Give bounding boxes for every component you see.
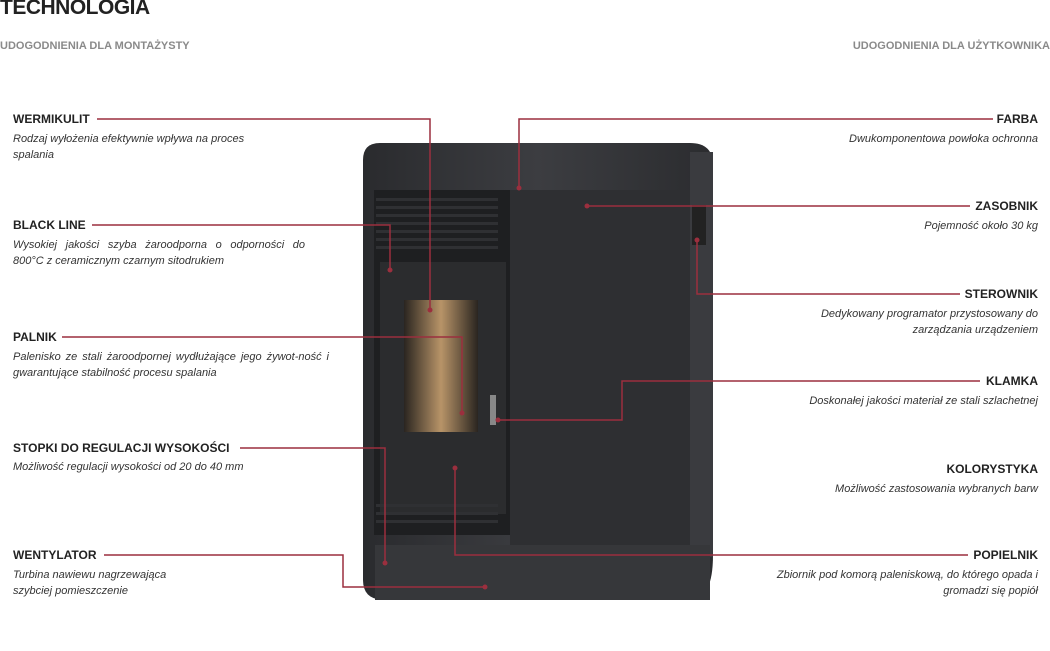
control-panel xyxy=(692,205,706,245)
glass-window xyxy=(404,300,478,432)
page-title: TECHNOLOGIA xyxy=(0,0,150,19)
feature-desc-kolorystyka: Możliwość zastosowania wybranych barw xyxy=(835,483,1038,495)
feature-label-zasobnik: ZASOBNIK xyxy=(971,199,1038,213)
feature-label-stopki: STOPKI DO REGULACJI WYSOKOŚCI xyxy=(13,441,234,455)
callout-dots xyxy=(382,185,700,590)
feature-label-klamka: KLAMKA xyxy=(982,374,1038,388)
subtitle-installer: UDOGODNIENIA DLA MONTAŻYSTY xyxy=(0,40,190,52)
feature-desc-stopki: Możliwość regulacji wysokości od 20 do 4… xyxy=(13,461,244,473)
feature-desc-wermikulit: Rodzaj wyłożenia efektywnie wpływa na pr… xyxy=(13,133,245,161)
feature-label-black-line: BLACK LINE xyxy=(13,218,90,232)
subtitle-user: UDOGODNIENIA DLA UŻYTKOWNIKA xyxy=(852,40,1050,52)
handle xyxy=(490,395,496,425)
feature-desc-sterownik: Dedykowany programator przystosowany do … xyxy=(820,308,1038,336)
feature-desc-palnik: Palenisko ze stali żaroodpornej wydłużaj… xyxy=(13,351,329,379)
feature-label-palnik: PALNIK xyxy=(13,330,61,344)
feature-desc-farba: Dwukomponentowa powłoka ochronna xyxy=(849,133,1038,145)
feature-desc-zasobnik: Pojemność około 30 kg xyxy=(924,220,1038,232)
feature-label-popielnik: POPIELNIK xyxy=(969,548,1038,562)
feature-label-kolorystyka: KOLORYSTYKA xyxy=(942,462,1038,476)
feature-label-wentylator: WENTYLATOR xyxy=(13,548,101,562)
feature-desc-klamka: Doskonałej jakości materiał ze stali szl… xyxy=(809,395,1038,407)
feature-desc-wentylator: Turbina nawiewu nagrzewająca szybciej po… xyxy=(13,569,167,597)
feature-desc-black-line: Wysokiej jakości szyba żaroodporna o odp… xyxy=(13,239,305,267)
feature-label-sterownik: STEROWNIK xyxy=(960,287,1038,301)
feature-desc-popielnik: Zbiornik pod komorą paleniskową, do któr… xyxy=(776,569,1038,597)
feature-label-wermikulit: WERMIKULIT xyxy=(13,112,94,126)
callout-lines xyxy=(62,118,1020,588)
feature-label-farba: FARBA xyxy=(992,112,1038,126)
stove-body xyxy=(363,143,713,600)
